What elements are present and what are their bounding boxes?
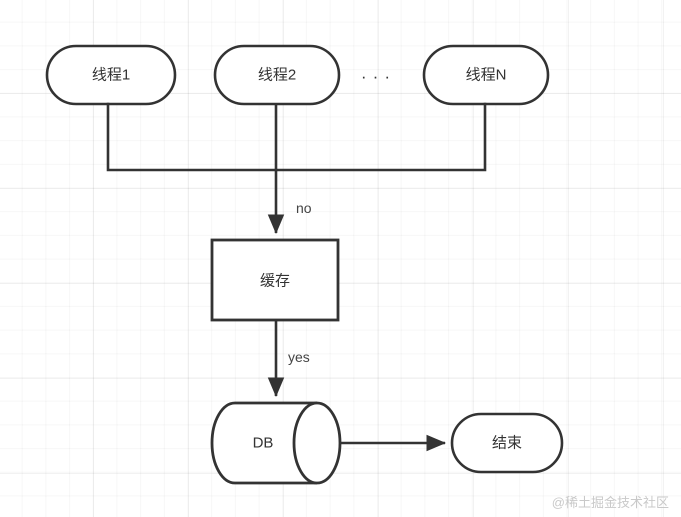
node-thread2	[213, 44, 341, 106]
node-thread1	[45, 44, 177, 106]
node-cache	[210, 238, 340, 322]
ellipsis-dots: ...	[361, 63, 397, 83]
node-threadN	[422, 44, 550, 106]
watermark: @稀土掘金技术社区	[551, 495, 669, 510]
node-db-cap	[292, 401, 318, 485]
edge-thread1-to-bus	[106, 102, 278, 172]
edge-threadN-to-bus	[274, 102, 487, 172]
node-db-body	[210, 401, 342, 485]
node-end	[450, 412, 564, 474]
